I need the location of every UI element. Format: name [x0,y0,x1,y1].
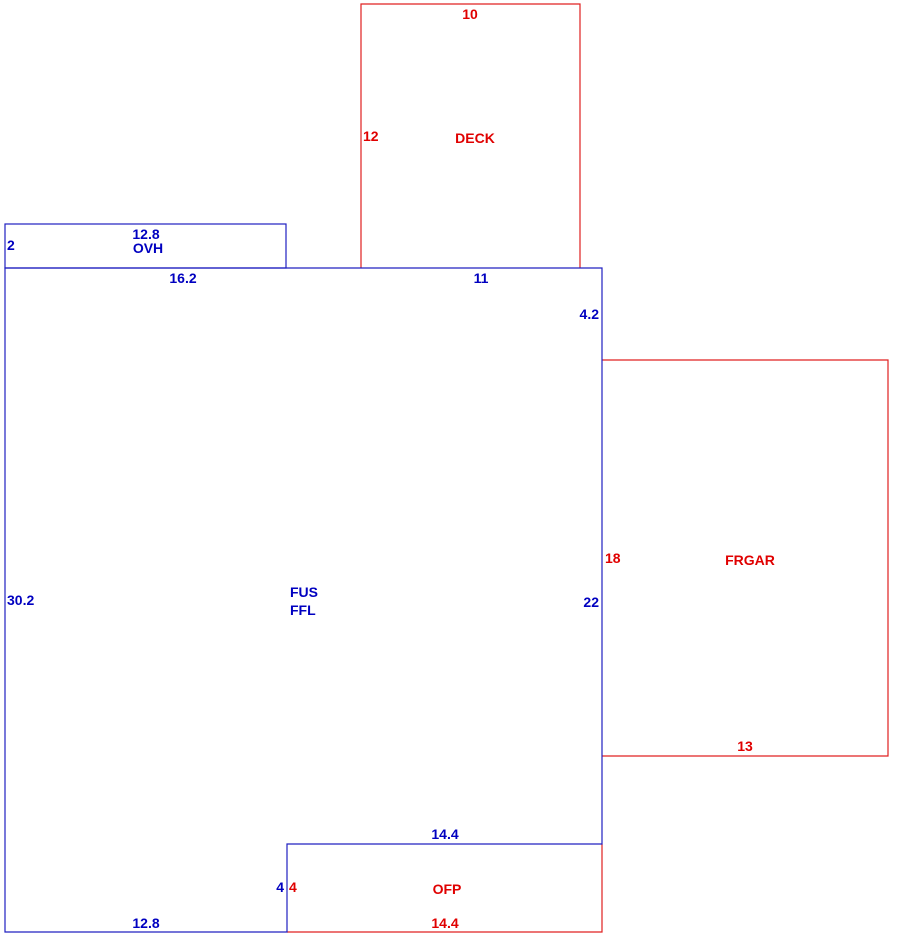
porch-dim-bottom: 14.4 [431,915,458,931]
main-dim-top-left: 16.2 [169,270,196,286]
garage-code: FRGAR [725,552,775,568]
garage-area[interactable]: 18 13 FRGAR [602,359,889,757]
deck-area[interactable]: 10 12 DECK [360,3,581,268]
porch-area[interactable]: 4 14.4 OFP [287,844,603,933]
main-dim-right-upper: 4.2 [580,306,600,322]
main-outline [4,267,603,933]
deck-dim-top: 10 [462,6,478,22]
main-code-line2: FFL [290,602,316,618]
overhang-code: OVH [133,240,163,256]
main-dim-right-lower: 22 [583,594,599,610]
main-dim-top-right: 11 [474,270,489,286]
garage-outline [602,359,889,757]
porch-dim-left: 4 [289,879,297,895]
porch-code: OFP [433,881,462,897]
main-code-line1: FUS [290,584,318,600]
garage-dim-left: 18 [605,550,621,566]
main-dim-bottom: 12.8 [132,915,159,931]
deck-code: DECK [455,130,495,146]
garage-dim-bottom: 13 [737,738,753,754]
main-dim-notch-top: 14.4 [431,826,458,842]
main-dim-left: 30.2 [7,592,34,608]
overhang-area[interactable]: 12.8 OVH 2 [4,223,287,269]
overhang-dim-top: 12.8 [132,226,159,242]
deck-outline [360,3,581,268]
overhang-dim-left: 2 [7,237,15,253]
main-area[interactable]: 16.2 11 4.2 22 30.2 12.8 14.4 4 FUS FFL [4,267,603,933]
main-dim-notch-side: 4 [276,879,284,895]
porch-outline [287,844,603,933]
deck-dim-left: 12 [363,128,379,144]
